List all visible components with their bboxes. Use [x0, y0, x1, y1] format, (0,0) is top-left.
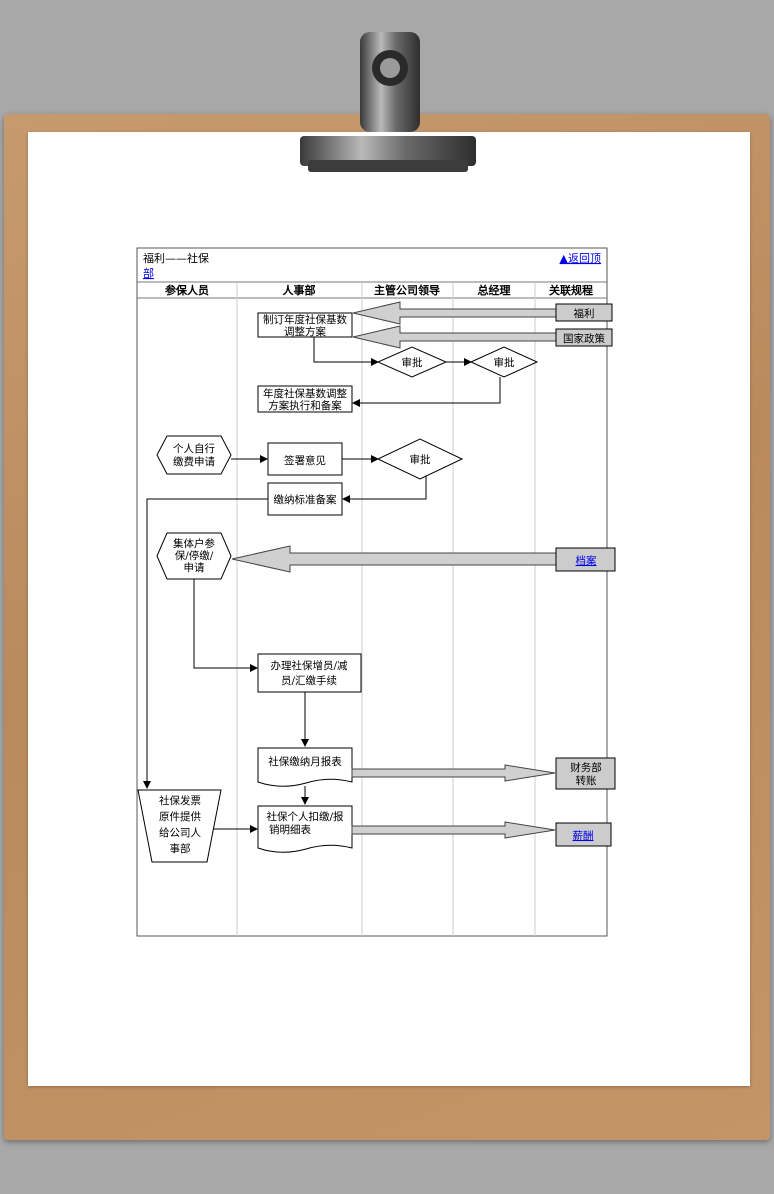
step-standard-filing-label: 缴纳标准备案	[274, 493, 337, 506]
step-collective-line2: 保/停缴/	[175, 549, 214, 562]
approve-diamond-3	[376, 438, 464, 480]
lane-header-hr: 人事部	[283, 283, 316, 297]
ref-salary-link[interactable]: 薪酬	[573, 830, 594, 842]
doc-deduction-detail	[257, 805, 353, 853]
lane-header-gm: 总经理	[478, 283, 511, 297]
step-invoice-line1: 社保发票	[159, 794, 201, 807]
step-annual-plan-line2: 调整方案	[284, 325, 326, 338]
step-annual-execute	[257, 385, 353, 413]
ref-fuli-label: 福利	[574, 307, 595, 320]
ref-finance-line2: 转账	[576, 774, 597, 787]
lane-header-related: 关联规程	[549, 283, 593, 297]
chart-title: 福利——社保	[143, 251, 209, 265]
step-enroll-line1: 办理社保增员/减	[270, 659, 348, 672]
doc-monthly-report-label: 社保缴纳月报表	[268, 755, 342, 768]
step-annual-plan	[257, 312, 353, 338]
step-collective-application	[156, 532, 232, 580]
doc-deduction-line2: 销明细表	[269, 823, 311, 836]
step-invoice-line3: 给公司人	[159, 826, 201, 839]
big-arrow-fuli	[352, 301, 557, 325]
ref-policy-label: 国家政策	[563, 332, 605, 345]
approve-3-label: 审批	[410, 453, 431, 466]
step-invoice-line4: 事部	[170, 842, 191, 855]
back-to-top-link[interactable]: ▲返回顶	[560, 252, 601, 265]
step-sign-opinion	[267, 442, 343, 476]
chart-title-link[interactable]: 部	[143, 266, 154, 280]
step-self-pay-line2: 缴费申请	[173, 455, 215, 468]
step-self-pay-application	[156, 435, 232, 475]
ref-box-finance	[555, 757, 616, 790]
doc-deduction-line1: 社保个人扣缴/报	[266, 810, 344, 823]
big-arrow-finance	[351, 764, 556, 782]
step-self-pay-line1: 个人自行	[173, 442, 215, 455]
ref-box-fuli	[555, 303, 613, 322]
approve-diamond-2	[469, 346, 539, 378]
step-annual-plan-line1: 制订年度社保基数	[263, 313, 347, 326]
big-arrow-salary	[351, 821, 556, 839]
lane-header-leader: 主管公司领导	[374, 283, 440, 297]
ref-box-policy	[555, 328, 613, 347]
lane-header-participant: 参保人员	[165, 283, 209, 297]
ref-box-salary[interactable]	[555, 822, 612, 847]
step-annual-execute-line1: 年度社保基数调整	[263, 387, 347, 400]
step-collective-line3: 申请	[184, 561, 205, 574]
step-invoice-submit	[137, 789, 222, 863]
big-arrow-policy	[352, 325, 557, 349]
step-collective-line1: 集体户参	[173, 537, 215, 550]
step-sign-opinion-label: 签署意见	[284, 454, 326, 467]
approve-2-label: 审批	[494, 356, 515, 369]
step-enroll-line2: 员/汇缴手续	[281, 674, 338, 687]
ref-box-archive[interactable]	[555, 547, 616, 572]
step-annual-execute-line2: 方案执行和备案	[268, 399, 342, 412]
step-enroll-procedure	[257, 653, 362, 693]
big-arrow-archive	[231, 545, 557, 573]
ref-archive-link[interactable]: 档案	[576, 554, 597, 567]
step-standard-filing	[267, 482, 343, 516]
doc-monthly-report	[257, 747, 353, 787]
ref-finance-line1: 财务部	[570, 761, 602, 774]
approve-1-label: 审批	[402, 356, 423, 369]
step-invoice-line2: 原件提供	[159, 810, 201, 823]
